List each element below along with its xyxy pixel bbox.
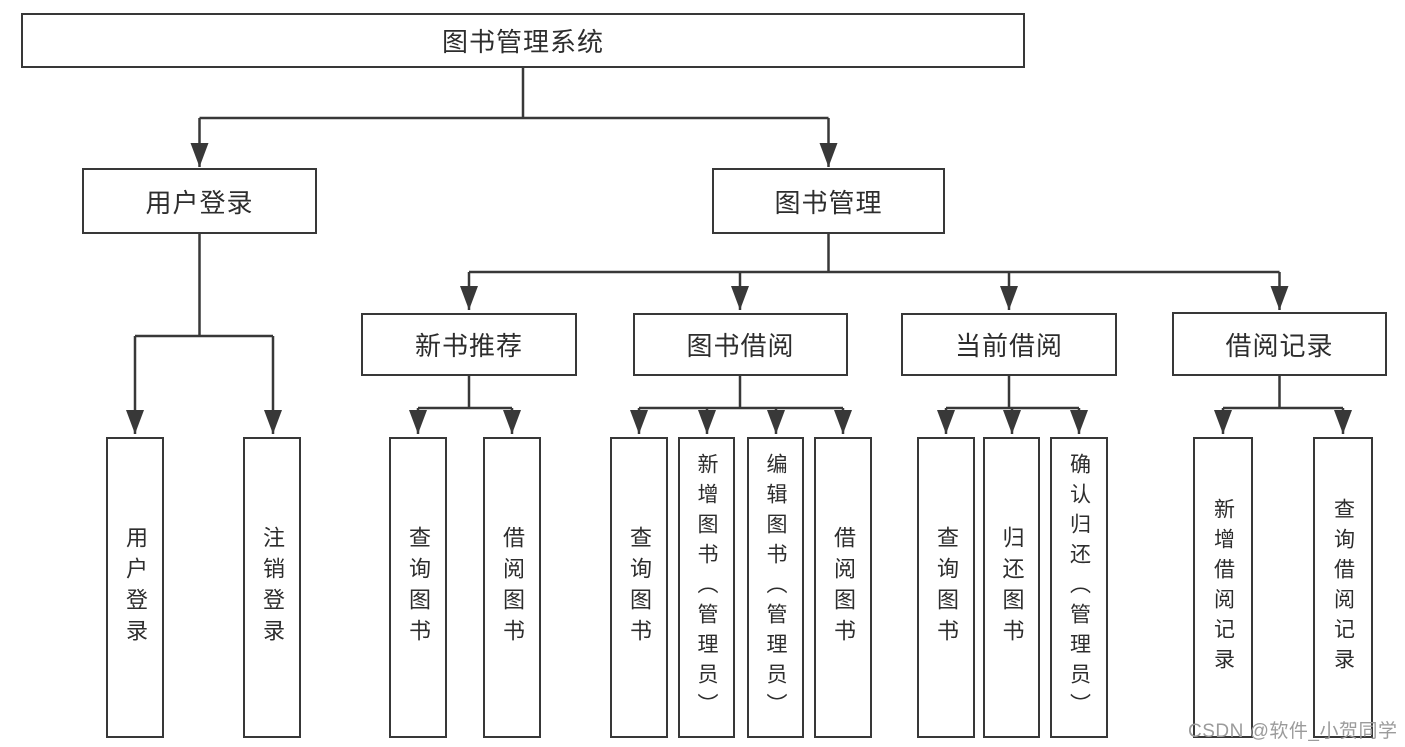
leaf-label: 查询图书 bbox=[934, 525, 959, 650]
leaf-label: 用户登录 bbox=[123, 525, 148, 650]
leaf-label: 新增借阅记录 bbox=[1211, 497, 1235, 678]
leaf-label: 查询图书 bbox=[627, 525, 652, 650]
leaf-query-books-borrowing: 查询图书 bbox=[610, 437, 668, 738]
leaf-label: 编辑图书（管理员） bbox=[764, 452, 787, 723]
leaf-add-borrow-record: 新增借阅记录 bbox=[1193, 437, 1253, 738]
node-label: 当前借阅 bbox=[954, 331, 1063, 361]
node-book-borrowing: 图书借阅 bbox=[633, 313, 848, 376]
leaf-return-books: 归还图书 bbox=[983, 437, 1040, 738]
node-current-borrowing: 当前借阅 bbox=[901, 313, 1117, 376]
leaf-label: 归还图书 bbox=[999, 525, 1025, 650]
leaf-logout: 注销登录 bbox=[243, 437, 301, 738]
node-label: 用户登录 bbox=[145, 187, 254, 218]
leaf-borrow-books-recommend: 借阅图书 bbox=[483, 437, 541, 738]
node-library-system: 图书管理系统 bbox=[21, 13, 1025, 68]
node-book-management: 图书管理 bbox=[712, 168, 945, 234]
leaf-add-books-admin: 新增图书（管理员） bbox=[678, 437, 735, 738]
leaf-user-login: 用户登录 bbox=[106, 437, 164, 738]
leaf-edit-books-admin: 编辑图书（管理员） bbox=[747, 437, 804, 738]
leaf-confirm-return-admin: 确认归还（管理员） bbox=[1050, 437, 1108, 738]
leaf-query-books-current: 查询图书 bbox=[917, 437, 975, 738]
leaf-label: 查询图书 bbox=[406, 525, 431, 650]
leaf-label: 查询借阅记录 bbox=[1331, 497, 1355, 678]
leaf-label: 借阅图书 bbox=[500, 525, 525, 650]
node-label: 图书管理 bbox=[774, 187, 883, 218]
leaf-label: 确认归还（管理员） bbox=[1067, 452, 1091, 723]
watermark-text: CSDN @软件_小贺同学 bbox=[1188, 721, 1398, 742]
leaf-query-borrow-record: 查询借阅记录 bbox=[1313, 437, 1373, 738]
node-label: 图书管理系统 bbox=[441, 27, 604, 57]
node-borrowing-records: 借阅记录 bbox=[1172, 312, 1387, 376]
node-label: 借阅记录 bbox=[1225, 330, 1334, 361]
node-user-login: 用户登录 bbox=[82, 168, 317, 234]
leaf-borrow-books-borrowing: 借阅图书 bbox=[814, 437, 872, 738]
leaf-query-books-recommend: 查询图书 bbox=[389, 437, 447, 738]
tree-rails bbox=[135, 68, 1343, 410]
node-label: 新书推荐 bbox=[414, 331, 523, 361]
leaf-label: 新增图书（管理员） bbox=[695, 452, 718, 723]
node-new-book-recommend: 新书推荐 bbox=[361, 313, 577, 376]
leaf-label: 借阅图书 bbox=[831, 525, 856, 650]
node-label: 图书借阅 bbox=[686, 331, 795, 361]
leaf-label: 注销登录 bbox=[260, 525, 285, 650]
